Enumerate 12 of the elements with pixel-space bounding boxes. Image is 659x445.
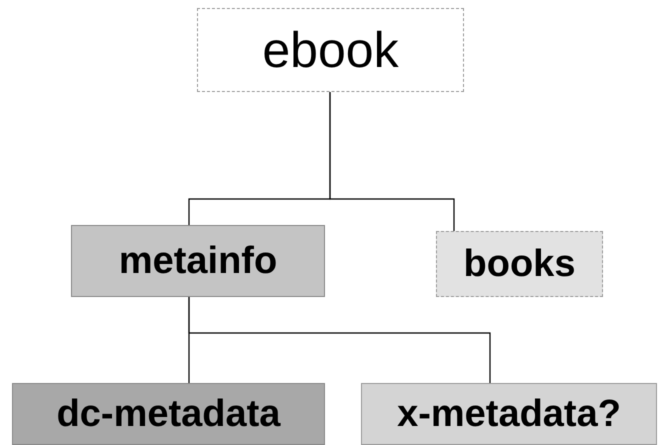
node-label: dc-metadata xyxy=(56,395,280,433)
node-label: x-metadata? xyxy=(397,395,621,433)
node-label: metainfo xyxy=(118,242,278,280)
connector-line xyxy=(329,92,455,231)
node-label: ebook xyxy=(262,25,399,75)
connector-line xyxy=(188,297,491,383)
tree-node-box xyxy=(71,225,325,297)
tree-node-box xyxy=(197,8,464,92)
tree-node-box xyxy=(436,231,603,297)
tree-node-box xyxy=(12,383,325,445)
tree-node-box xyxy=(361,383,657,445)
node-label: books xyxy=(464,245,576,283)
